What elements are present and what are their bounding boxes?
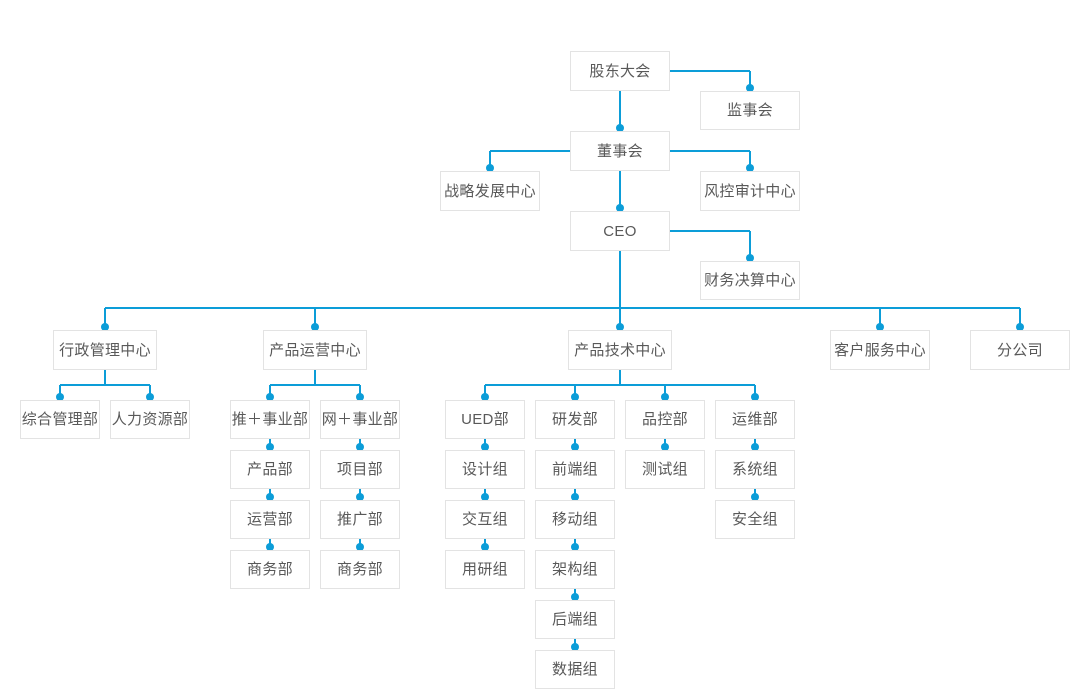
org-node[interactable]: 后端组	[535, 600, 615, 639]
org-node[interactable]: 董事会	[570, 131, 670, 171]
org-node-label: 系统组	[732, 461, 778, 478]
org-node-label: 架构组	[552, 561, 598, 578]
org-node-label: 财务决算中心	[704, 272, 796, 289]
org-node[interactable]: 架构组	[535, 550, 615, 589]
org-node-label: 股东大会	[589, 62, 651, 80]
org-node[interactable]: 人力资源部	[110, 400, 190, 439]
org-node-label: 战略发展中心	[444, 182, 536, 200]
org-node[interactable]: 股东大会	[570, 51, 670, 91]
org-node[interactable]: 商务部	[230, 550, 310, 589]
org-node[interactable]: 用研组	[445, 550, 525, 589]
org-node-label: 用研组	[462, 561, 508, 578]
org-node[interactable]: 移动组	[535, 500, 615, 539]
org-node-label: 移动组	[552, 511, 598, 528]
org-node[interactable]: 数据组	[535, 650, 615, 689]
org-node-label: 客户服务中心	[834, 341, 926, 359]
org-node-label: 品控部	[642, 411, 688, 428]
org-node[interactable]: 分公司	[970, 330, 1070, 370]
org-node[interactable]: 设计组	[445, 450, 525, 489]
org-node[interactable]: 客户服务中心	[830, 330, 930, 370]
org-node-label: 商务部	[337, 561, 383, 578]
org-node-label: UED部	[461, 411, 509, 428]
org-node-label: 运维部	[732, 411, 778, 428]
org-node-label: 产品技术中心	[574, 341, 666, 359]
org-node[interactable]: 战略发展中心	[440, 171, 540, 211]
org-node-label: 监事会	[727, 102, 773, 119]
org-node-label: 设计组	[462, 461, 508, 478]
org-node-label: 安全组	[732, 511, 778, 528]
org-node[interactable]: 综合管理部	[20, 400, 100, 439]
org-node[interactable]: 安全组	[715, 500, 795, 539]
org-node-label: 董事会	[597, 142, 643, 160]
org-node-label: 人力资源部	[111, 411, 189, 428]
org-node-label: 项目部	[337, 461, 383, 478]
org-node[interactable]: 品控部	[625, 400, 705, 439]
org-node[interactable]: 推＋事业部	[230, 400, 310, 439]
org-node-label: 测试组	[642, 461, 688, 478]
org-node-label: 推＋事业部	[231, 411, 309, 428]
org-node-label: 交互组	[462, 511, 508, 528]
org-node[interactable]: 风控审计中心	[700, 171, 800, 211]
org-node-label: 综合管理部	[21, 411, 99, 428]
org-node-label: 网＋事业部	[321, 411, 399, 428]
org-node[interactable]: 产品技术中心	[568, 330, 672, 370]
org-node[interactable]: 商务部	[320, 550, 400, 589]
org-node[interactable]: 产品部	[230, 450, 310, 489]
org-node-label: 风控审计中心	[704, 182, 796, 200]
org-node-label: CEO	[603, 222, 637, 240]
org-node-label: 前端组	[552, 461, 598, 478]
org-node[interactable]: 推广部	[320, 500, 400, 539]
org-node[interactable]: UED部	[445, 400, 525, 439]
org-node-label: 运营部	[247, 511, 293, 528]
org-node-label: 行政管理中心	[59, 341, 151, 359]
org-node[interactable]: 测试组	[625, 450, 705, 489]
org-node[interactable]: 监事会	[700, 91, 800, 130]
org-node[interactable]: 运营部	[230, 500, 310, 539]
org-node[interactable]: 项目部	[320, 450, 400, 489]
org-node[interactable]: 交互组	[445, 500, 525, 539]
org-node-label: 后端组	[552, 611, 598, 628]
org-node[interactable]: 网＋事业部	[320, 400, 400, 439]
org-node-label: 数据组	[552, 661, 598, 678]
org-node[interactable]: 运维部	[715, 400, 795, 439]
org-node-label: 推广部	[337, 511, 383, 528]
org-node[interactable]: 财务决算中心	[700, 261, 800, 300]
org-node-label: 商务部	[247, 561, 293, 578]
org-node-label: 产品运营中心	[269, 341, 361, 359]
org-node[interactable]: CEO	[570, 211, 670, 251]
org-node-label: 研发部	[552, 411, 598, 428]
org-node[interactable]: 前端组	[535, 450, 615, 489]
org-node-label: 分公司	[997, 341, 1043, 359]
org-node-label: 产品部	[247, 461, 293, 478]
org-node[interactable]: 行政管理中心	[53, 330, 157, 370]
org-node[interactable]: 研发部	[535, 400, 615, 439]
org-node[interactable]: 系统组	[715, 450, 795, 489]
org-node[interactable]: 产品运营中心	[263, 330, 367, 370]
